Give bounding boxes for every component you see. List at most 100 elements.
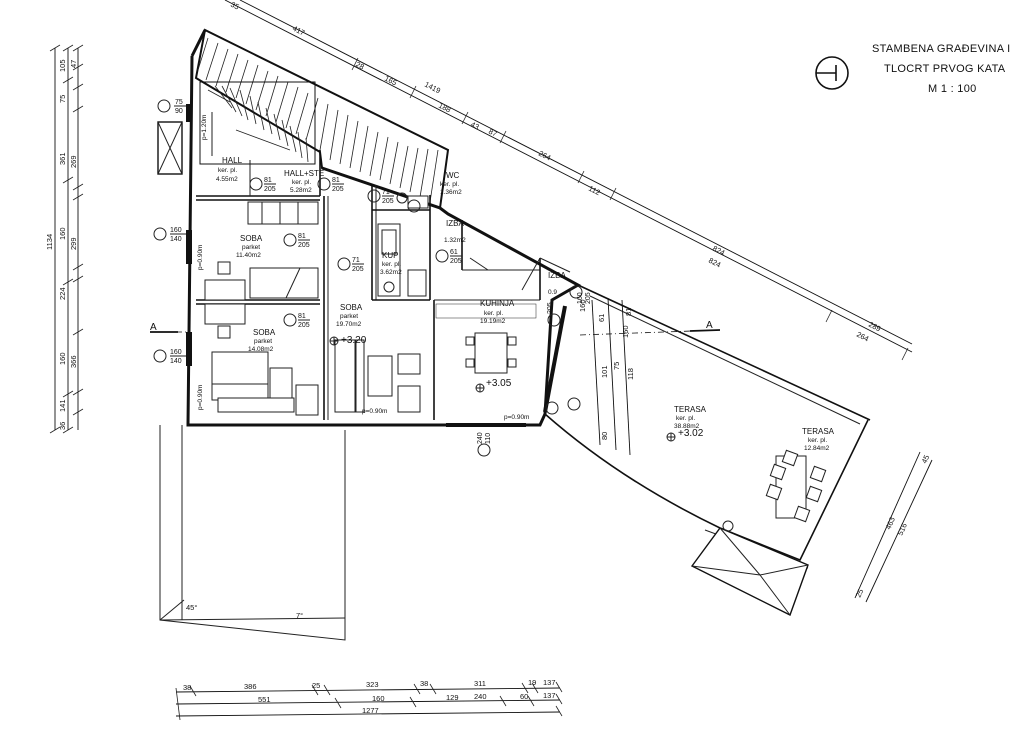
left-dimension-chain: 1134 105 75 361 160 224 160 141 36 47 26… bbox=[45, 44, 84, 434]
room-labels: HALL ker. pl. 4.55m2 HALL+STE ker. pl. 5… bbox=[216, 156, 835, 452]
svg-text:1277: 1277 bbox=[362, 706, 379, 715]
svg-text:160: 160 bbox=[621, 325, 630, 338]
svg-text:386: 386 bbox=[244, 682, 257, 691]
sill-note: p=1.20m bbox=[201, 115, 208, 140]
svg-text:205: 205 bbox=[332, 186, 344, 193]
svg-text:516: 516 bbox=[896, 522, 909, 537]
svg-text:71: 71 bbox=[382, 189, 390, 196]
dim-left-b2: 269 bbox=[69, 155, 78, 168]
window-soba1 bbox=[186, 230, 192, 264]
svg-text:IZBA: IZBA bbox=[548, 271, 566, 280]
svg-text:80: 80 bbox=[600, 432, 609, 440]
door-tag: 81 205 bbox=[283, 313, 310, 329]
svg-text:240: 240 bbox=[474, 692, 487, 701]
room-wc: WC ker. pl. 1.36m2 bbox=[440, 171, 462, 196]
window-tag: 160 140 bbox=[153, 227, 186, 243]
window-soba2 bbox=[186, 332, 192, 366]
svg-text:25: 25 bbox=[854, 588, 866, 599]
window-tag: 160 140 bbox=[153, 349, 186, 365]
room-izba-2: IZBA 0.9 bbox=[548, 271, 566, 296]
furniture bbox=[204, 192, 827, 523]
level-kuhinja: +3.05 bbox=[486, 378, 512, 389]
svg-text:110: 110 bbox=[485, 433, 492, 444]
sill-note: p=0.90m bbox=[197, 245, 204, 270]
dim-top-12: 824 bbox=[707, 256, 722, 270]
svg-text:137: 137 bbox=[543, 678, 556, 687]
svg-text:SOBA: SOBA bbox=[253, 328, 276, 337]
dim-top-9: 264 bbox=[537, 149, 552, 163]
room-soba-mid: SOBA parket 19.70m2 bbox=[336, 303, 363, 328]
angle-notes: 45° 7° bbox=[159, 599, 303, 621]
dim-top-5: 1419 bbox=[423, 80, 442, 96]
terrace-dimension-chain: 160 61 160 101 75 118 80 81 bbox=[578, 297, 635, 456]
svg-text:61: 61 bbox=[597, 314, 606, 322]
svg-text:323: 323 bbox=[366, 680, 379, 689]
dim-left-a3: 361 bbox=[58, 152, 67, 165]
sill-note: p=0.90m bbox=[362, 408, 387, 415]
window-tag: 75 90 bbox=[157, 99, 186, 115]
svg-text:205: 205 bbox=[298, 322, 310, 329]
svg-text:ker. pl.: ker. pl. bbox=[292, 179, 311, 186]
svg-text:160: 160 bbox=[372, 694, 385, 703]
svg-text:81: 81 bbox=[298, 313, 306, 320]
svg-text:137: 137 bbox=[543, 691, 556, 700]
dim-left-a7: 141 bbox=[58, 399, 67, 412]
level-markers: +3.20 +3.05 +3.02 bbox=[329, 335, 704, 442]
room-kup: KUP ker. pl. 3.62m2 bbox=[380, 251, 402, 276]
dim-top-6: 188 bbox=[437, 101, 452, 115]
svg-text:81: 81 bbox=[298, 233, 306, 240]
svg-text:101: 101 bbox=[600, 365, 609, 378]
door-tag: 61 205 bbox=[435, 249, 462, 265]
svg-text:ker. pl.: ker. pl. bbox=[484, 310, 503, 317]
dim-top-4: 165 bbox=[383, 74, 398, 88]
right-dimension-chain: 45 463 516 25 bbox=[854, 451, 933, 603]
dim-top-7: 43 bbox=[469, 120, 481, 132]
svg-text:19.19m2: 19.19m2 bbox=[480, 318, 506, 325]
svg-text:61: 61 bbox=[450, 249, 458, 256]
svg-text:3.62m2: 3.62m2 bbox=[380, 269, 402, 276]
room-terasa-2: TERASA ker. pl. 12.84m2 bbox=[802, 427, 835, 452]
svg-text:160: 160 bbox=[577, 292, 584, 304]
dim-top-1: 35 bbox=[229, 0, 241, 12]
svg-text:160: 160 bbox=[170, 349, 182, 356]
svg-text:90: 90 bbox=[175, 108, 183, 115]
svg-text:parket: parket bbox=[242, 244, 260, 251]
svg-text:38: 38 bbox=[420, 679, 428, 688]
dim-left-a1: 105 bbox=[58, 59, 67, 72]
room-izba-1: IZBA 1.32m2 bbox=[444, 219, 466, 244]
dim-left-a6: 160 bbox=[58, 352, 67, 365]
svg-text:4.55m2: 4.55m2 bbox=[216, 176, 238, 183]
title-line-1: STAMBENA GRAĐEVINA I bbox=[872, 43, 1010, 55]
dim-left-a5: 224 bbox=[58, 287, 67, 300]
dim-top-14: 264 bbox=[855, 330, 870, 344]
svg-text:160: 160 bbox=[170, 227, 182, 234]
svg-text:205: 205 bbox=[264, 186, 276, 193]
room-soba-2: SOBA parket 14.08m2 bbox=[248, 328, 276, 353]
dim-top-10: 112 bbox=[587, 184, 602, 197]
dim-left-a2: 75 bbox=[58, 95, 67, 103]
svg-text:5.28m2: 5.28m2 bbox=[290, 187, 312, 194]
svg-text:HALL+STE: HALL+STE bbox=[284, 169, 324, 178]
room-soba-1: SOBA parket 11.40m2 bbox=[236, 234, 263, 259]
svg-text:311: 311 bbox=[474, 679, 486, 688]
svg-text:ker. pl.: ker. pl. bbox=[218, 167, 237, 174]
room-kuhinja: KUHINJA ker. pl. 19.19m2 bbox=[480, 299, 515, 325]
window-tags: 75 90 160 140 160 140 160 205 240 110 bbox=[153, 99, 734, 532]
staircase bbox=[199, 81, 316, 165]
level-terasa: +3.02 bbox=[678, 428, 704, 439]
svg-text:ker. pl.: ker. pl. bbox=[382, 261, 401, 268]
room-hall: HALL ker. pl. 4.55m2 bbox=[216, 156, 243, 183]
building-walls bbox=[159, 28, 871, 641]
svg-text:ker. pl.: ker. pl. bbox=[808, 437, 827, 444]
sill-note: p=0.90m bbox=[504, 414, 529, 421]
bottom-dimension-chain: 38 386 25 323 38 311 19 137 551 160 129 … bbox=[175, 678, 563, 721]
svg-text:KUP: KUP bbox=[382, 251, 398, 260]
svg-text:TERASA: TERASA bbox=[674, 405, 707, 414]
door-tag: 205 bbox=[547, 302, 561, 327]
level-soba: +3.20 bbox=[341, 335, 367, 346]
svg-text:205: 205 bbox=[547, 302, 554, 314]
door-tag: 81 205 bbox=[283, 233, 310, 249]
section-mark-right: A bbox=[706, 320, 713, 331]
door-tag: 81 205 bbox=[249, 177, 276, 193]
